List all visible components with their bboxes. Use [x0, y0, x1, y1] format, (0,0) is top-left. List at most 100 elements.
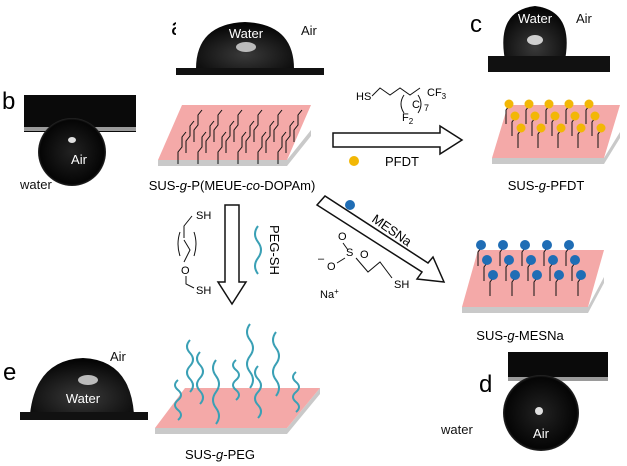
peg-sh-top: SH: [196, 210, 211, 222]
mesna-so3-bond: [336, 257, 346, 264]
panel-d-letter: d: [479, 371, 492, 398]
mesna-label-g: g: [507, 328, 515, 343]
mesna-dot: [504, 255, 514, 265]
pfdt-chains: [504, 99, 606, 148]
peg-chain-icon: [254, 225, 262, 275]
polymer-chain: [237, 131, 247, 164]
center-label-mid: -P(MEUE-: [187, 178, 246, 193]
pfdt-dot: [516, 123, 526, 133]
panel-d-bubble-label: Air: [533, 426, 550, 441]
mesna-label-prefix: SUS-: [476, 328, 507, 343]
polymer-chain: [177, 131, 187, 164]
peg-backbone-bottom: [185, 276, 195, 289]
polymer-chain: [197, 131, 207, 164]
panel-d-medium-label: water: [440, 422, 473, 437]
mesna-dot: [488, 270, 498, 280]
pfdt-n: 7: [424, 103, 429, 113]
peg-chain: [254, 365, 262, 419]
pfdt-cf3: CF3: [427, 87, 447, 101]
peg-chain: [246, 323, 254, 389]
peg-sh-bottom: SH: [196, 285, 211, 297]
pfdt-dot: [584, 99, 594, 109]
mesna-o2: O: [360, 249, 369, 261]
arrow-to-peg: [216, 204, 248, 306]
mesna-o1: O: [338, 231, 347, 243]
pfdt-backbone: [371, 87, 421, 97]
pfdt-f-text: F: [402, 112, 409, 124]
peg-chain: [196, 351, 204, 405]
peg-chain: [212, 359, 220, 425]
center-label-prefix: SUS-: [149, 178, 180, 193]
mesna-dot: [564, 240, 574, 250]
peg-bracket-close: [193, 231, 197, 257]
pfdt-dot: [524, 99, 534, 109]
mesna-dot: [520, 240, 530, 250]
panel-e: e Water Air: [3, 349, 148, 420]
peg-chain: [186, 339, 194, 393]
mesna-plate-label: SUS-g-MESNa: [476, 328, 564, 343]
panel-c-reflection: [527, 35, 543, 45]
peg-chain: [232, 359, 240, 401]
pfdt-label-prefix: SUS-: [508, 178, 539, 193]
mesna-legend-dot: [345, 200, 355, 210]
panel-a-reflection: [236, 42, 256, 52]
panel-e-letter: e: [3, 359, 16, 386]
polymer-chain: [285, 120, 295, 153]
pfdt-dot: [550, 111, 560, 121]
mesna-dot: [526, 255, 536, 265]
mesna-dot: [510, 270, 520, 280]
mesna-na-text: Na: [320, 289, 335, 301]
panel-b-medium-label: water: [19, 177, 52, 192]
pfdt-c: C: [412, 99, 420, 111]
mesna-dot: [532, 270, 542, 280]
mesna-dot: [476, 240, 486, 250]
pfdt-cf3-text: CF: [427, 87, 442, 99]
panel-d-substrate: [508, 352, 608, 380]
pfdt-plate-label: SUS-g-PFDT: [508, 178, 585, 193]
mesna-dot: [542, 240, 552, 250]
peg-chain: [272, 331, 280, 397]
pfdt-dot: [536, 123, 546, 133]
pfdt-bracket-open: [400, 94, 405, 114]
pfdt-dot: [570, 111, 580, 121]
panel-a: a Water Air: [171, 14, 324, 75]
pfdt-dot: [544, 99, 554, 109]
mesna-plate-top: [462, 250, 604, 307]
panel-b-bubble-label: Air: [71, 152, 88, 167]
pfdt-dot: [530, 111, 540, 121]
peg-o: O: [181, 265, 190, 277]
pfdt-reagent: HS CF3 C 7 F2 PFDT: [349, 87, 447, 169]
pfdt-legend-label: PFDT: [385, 154, 419, 169]
pfdt-dot: [590, 111, 600, 121]
panel-b-reflection: [68, 137, 76, 143]
mesna-so-bond: [342, 242, 349, 251]
polymer-chain: [265, 120, 275, 153]
arrow-to-mesna: [315, 195, 446, 283]
peg-chain: [174, 379, 182, 421]
panel-d: d Air water: [440, 352, 608, 451]
polymer-chain: [213, 109, 223, 142]
pfdt-dot: [576, 123, 586, 133]
panel-b-bubble: [38, 118, 106, 186]
pfdt-plate-side: [492, 132, 620, 164]
polymer-chain: [273, 109, 283, 142]
panel-c-drop-label: Water: [518, 11, 553, 26]
peg-plate-top: [155, 388, 320, 428]
center-label-suffix: -DOPAm): [260, 178, 315, 193]
polymer-chain: [193, 109, 203, 142]
peg-label-prefix: SUS-: [185, 447, 216, 462]
center-plate: SUS-g-P(MEUE-co-DOPAm): [149, 105, 315, 193]
panel-c-substrate: [488, 56, 610, 72]
pfdt-dot: [564, 99, 574, 109]
pfdt-dot: [510, 111, 520, 121]
pfdt-plate: SUS-g-PFDT: [492, 99, 620, 193]
pfdt-legend-dot: [349, 156, 359, 166]
pfdt-dot: [504, 99, 514, 109]
pfdt-hs: HS: [356, 91, 371, 103]
center-plate-side: [158, 130, 311, 166]
mesna-dot: [498, 240, 508, 250]
peg-plate-side: [155, 388, 320, 434]
pfdt-label-suffix: -PFDT: [546, 178, 584, 193]
mesna-label-suffix: -MESNa: [515, 328, 565, 343]
peg-backbone-mid: [183, 239, 191, 263]
